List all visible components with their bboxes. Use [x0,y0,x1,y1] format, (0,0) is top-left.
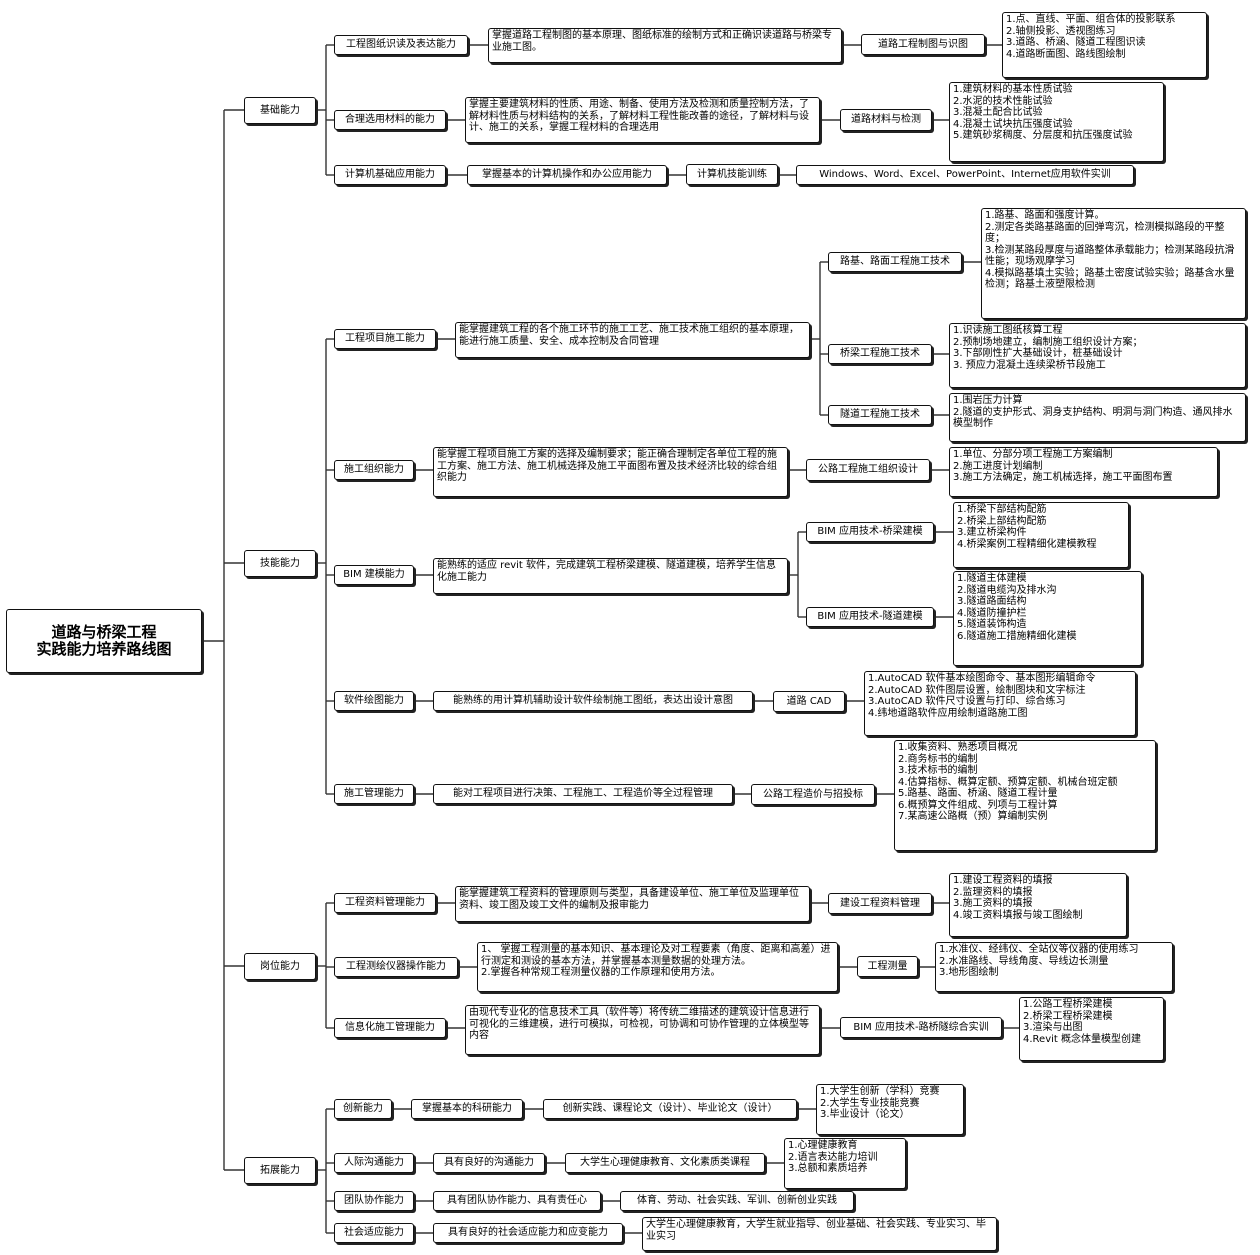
ability-materials: 合理选用材料的能力 [334,110,446,130]
course-organization: 公路工程施工组织设计 [806,459,930,481]
desc-teamwork: 具有团队协作能力、具有责任心 [433,1191,601,1211]
items-innovation: 1.大学生创新（学科）竞赛 2.大学生专业技能竞赛 3.毕业设计（论文） [816,1084,964,1135]
desc-cad: 能熟练的用计算机辅助设计软件绘制施工图纸，表达出设计意图 [433,691,753,711]
ability-documents: 工程资料管理能力 [334,893,436,913]
desc-informatization: 由现代专业化的信息技术工具（软件等）将传统二维描述的建筑设计信息进行可视化的三维… [465,1005,820,1055]
desc-management: 能对工程项目进行决策、工程施工、工程造价等全过程管理 [433,784,733,804]
ability-innovation: 创新能力 [334,1099,392,1119]
course-documents: 建设工程资料管理 [828,893,932,914]
course-bim-bridge: BIM 应用技术-桥梁建模 [806,522,934,542]
ability-teamwork: 团队协作能力 [334,1191,414,1211]
course-drawing: 道路工程制图与识图 [861,34,985,55]
items-surveying: 1.水准仪、经纬仪、全站仪等仪器的使用练习 2.水准路线、导线角度、导线边长测量… [935,942,1173,992]
course-management: 公路工程造价与招投标 [751,784,875,805]
category-extension: 拓展能力 [244,1157,316,1184]
course-roadbed: 路基、路面工程施工技术 [828,252,962,272]
desc-organization: 能掌握工程项目施工方案的选择及编制要求；能正确合理制定各单位工程的施工方案、施工… [433,447,788,497]
items-materials: 1.建筑材料的基本性质试验 2.水泥的技术性能试验 3.混凝土配合比试验 4.混… [949,82,1164,162]
items-bim-tunnel: 1.隧道主体建模 2.隧道电缆沟及排水沟 3.隧道路面结构 4.隧道防撞护栏 5… [953,571,1142,666]
course-teamwork: 体育、劳动、社会实践、军训、创新创业实践 [620,1191,854,1211]
ability-adaptability: 社会适应能力 [334,1223,414,1243]
category-skill: 技能能力 [244,550,316,577]
items-cad: 1.AutoCAD 软件基本绘图命令、基本图形编辑命令 2.AutoCAD 软件… [864,671,1136,736]
ability-organization: 施工组织能力 [334,460,414,480]
items-organization: 1.单位、分部分项工程施工方案编制 2.施工进度计划编制 3.施工方法确定，施工… [949,447,1218,497]
desc-computer: 掌握基本的计算机操作和办公应用能力 [467,165,667,185]
category-post: 岗位能力 [244,953,316,980]
root-node: 道路与桥梁工程 实践能力培养路线图 [6,609,202,673]
items-tunnel: 1.围岩压力计算 2.隧道的支护形式、洞身支护结构、明洞与洞门构造、通风排水模型… [949,393,1246,442]
category-basic: 基础能力 [244,97,316,124]
course-cad: 道路 CAD [773,691,845,712]
ability-communication: 人际沟通能力 [334,1153,414,1173]
desc-adaptability: 具有良好的社会适应能力和应变能力 [433,1223,623,1243]
desc-drawing: 掌握道路工程制图的基本原理、图纸标准的绘制方式和正确识读道路与桥梁专业施工图。 [488,28,842,63]
course-informatization: BIM 应用技术-路桥隧综合实训 [840,1017,1002,1038]
course-materials: 道路材料与检测 [840,109,932,131]
items-informatization: 1.公路工程桥梁建模 2.桥梁工程桥梁建模 3.渲染与出图 4.Revit 概念… [1019,997,1164,1061]
ability-drawing: 工程图纸识读及表达能力 [334,35,468,55]
items-computer: Windows、Word、Excel、PowerPoint、Internet应用… [796,165,1134,185]
ability-computer: 计算机基础应用能力 [334,165,446,185]
course-computer: 计算机技能训练 [686,164,778,185]
course-adaptability: 大学生心理健康教育，大学生就业指导、创业基础、社会实践、专业实习、毕业实习 [642,1217,997,1251]
items-roadbed: 1.路基、路面和强度计算。 2.测定各类路基路面的回弹弯沉，检测模拟路段的平整度… [981,208,1246,319]
desc-communication: 具有良好的沟通能力 [433,1153,545,1173]
ability-management: 施工管理能力 [334,784,414,804]
course-innovation: 创新实践、课程论文（设计）、毕业论文（设计） [543,1099,797,1119]
items-bridge: 1.识读施工图纸核算工程 2.预制场地建立，编制施工组织设计方案； 3.下部刚性… [949,323,1246,388]
course-communication: 大学生心理健康教育、文化素质类课程 [565,1153,765,1173]
root-title-line2: 实践能力培养路线图 [36,640,172,658]
ability-bim: BIM 建模能力 [334,565,414,585]
ability-cad: 软件绘图能力 [334,691,414,711]
root-title-line1: 道路与桥梁工程 [51,623,157,641]
items-bim-bridge: 1.桥梁下部结构配筋 2.桥梁上部结构配筋 3.建立桥梁构件 4.桥梁案例工程精… [953,502,1129,568]
ability-construction: 工程项目施工能力 [334,329,436,349]
items-management: 1.收集资料、熟悉项目概况 2.商务标书的编制 3.技术标书的编制 4.估算指标… [894,740,1156,851]
items-drawing: 1.点、直线、平面、组合体的投影联系 2.轴侧投影、透视图练习 3.道路、桥涵、… [1002,12,1207,78]
ability-informatization: 信息化施工管理能力 [334,1018,446,1038]
desc-surveying: 1、 掌握工程测量的基本知识、基本理论及对工程要素（角度、距离和高差）进行测定和… [477,942,838,992]
course-surveying: 工程测量 [857,956,918,977]
desc-innovation: 掌握基本的科研能力 [411,1099,523,1119]
course-bridge: 桥梁工程施工技术 [828,344,932,364]
desc-bim: 能熟练的适应 revit 软件，完成建筑工程桥梁建模、隧道建模，培养学生信息化施… [433,558,788,594]
course-tunnel: 隧道工程施工技术 [828,405,932,425]
desc-documents: 能掌握建筑工程资料的管理原则与类型，具备建设单位、施工单位及监理单位资料、竣工图… [455,886,810,922]
items-communication: 1.心理健康教育 2.语言表达能力培训 3.总额和素质培养 [784,1138,906,1189]
course-bim-tunnel: BIM 应用技术-隧道建模 [806,607,934,627]
desc-construction: 能掌握建筑工程的各个施工环节的施工工艺、施工技术施工组织的基本原理，能进行施工质… [455,322,810,358]
items-documents: 1.建设工程资料的填报 2.监理资料的填报 3.施工资料的填报 4.竣工资料填报… [949,873,1127,937]
ability-surveying: 工程测绘仪器操作能力 [334,957,458,977]
desc-materials: 掌握主要建筑材料的性质、用途、制备、使用方法及检测和质量控制方法，了解材料性质与… [465,97,820,143]
